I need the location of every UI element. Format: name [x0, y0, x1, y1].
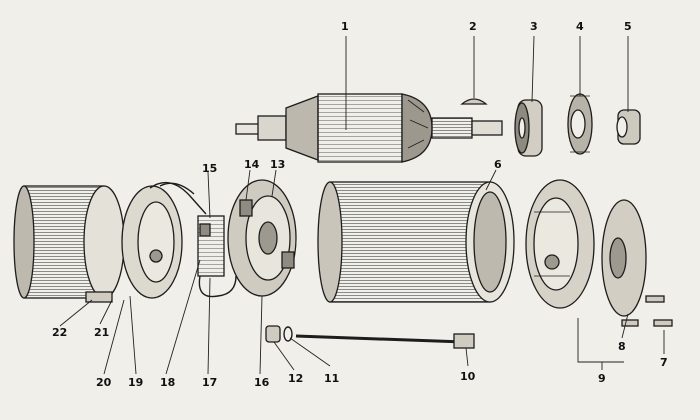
end-plate	[121, 181, 207, 299]
callout-22: 22	[52, 326, 67, 339]
drive-end-bracket	[525, 179, 595, 309]
pinion	[567, 93, 593, 155]
woodruff-key	[460, 98, 488, 105]
callout-17: 17	[202, 376, 217, 389]
callout-16: 16	[254, 376, 270, 389]
callout-2: 2	[469, 20, 477, 33]
callout-numbers: 1 2 3 4 5 6 7 8 9 10 11 12 13 14 15 16 1…	[52, 20, 668, 389]
callout-4: 4	[576, 20, 584, 33]
washer-and-nut	[265, 325, 293, 343]
brush-gear	[197, 215, 237, 298]
callout-20: 20	[96, 376, 112, 389]
callout-1: 1	[341, 20, 349, 33]
callout-11: 11	[324, 372, 339, 385]
callout-5: 5	[624, 20, 632, 33]
callout-15: 15	[202, 162, 217, 175]
bearing	[514, 99, 543, 157]
callout-12: 12	[288, 372, 303, 385]
callout-19: 19	[128, 376, 143, 389]
callout-14: 14	[244, 158, 260, 171]
through-bolt	[295, 333, 475, 349]
callout-21: 21	[94, 326, 109, 339]
leader-lines	[59, 35, 665, 375]
callout-9: 9	[598, 372, 606, 385]
callout-18: 18	[160, 376, 175, 389]
callout-3: 3	[530, 20, 538, 33]
cover-plate	[601, 199, 647, 317]
callout-13: 13	[270, 158, 285, 171]
callout-6: 6	[494, 158, 502, 171]
callout-10: 10	[460, 370, 476, 383]
screws	[621, 295, 673, 327]
end-housing	[13, 185, 125, 303]
yoke	[317, 181, 515, 303]
callout-8: 8	[618, 340, 626, 353]
callout-7: 7	[660, 356, 668, 369]
nut	[616, 109, 641, 145]
brush-holder	[227, 179, 297, 297]
armature	[235, 93, 503, 163]
